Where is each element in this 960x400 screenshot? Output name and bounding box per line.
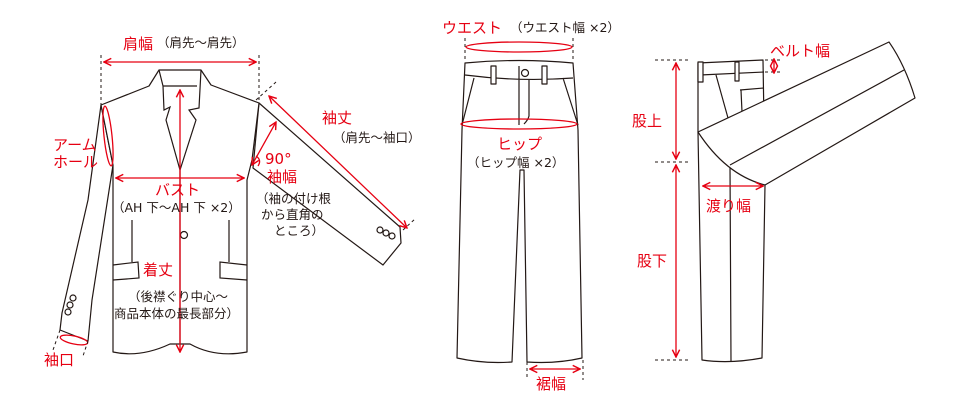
jacket-pockets — [112, 220, 248, 281]
waist-label: ウエスト — [442, 19, 502, 37]
length-note-2: 商品本体の最長部分） — [114, 306, 239, 321]
sleeve-width-note-1: （袖の付け根 — [256, 191, 332, 206]
sleeve-length-arrow — [269, 96, 407, 228]
shoulder-width-label: 肩幅 — [123, 35, 153, 53]
cuff-label: 袖口 — [44, 351, 74, 369]
hip-label: ヒップ — [497, 135, 542, 153]
inseam-label: 股下 — [637, 252, 667, 270]
sleeve-angle-label: 90° — [265, 150, 292, 168]
hem-width-label: 裾幅 — [536, 375, 566, 393]
pants-side-illustration — [697, 41, 916, 363]
pants-front-details — [461, 66, 579, 126]
rise-label: 股上 — [632, 112, 662, 130]
length-note-1: （後襟ぐり中心〜 — [128, 289, 228, 304]
right-angle-mark — [255, 155, 261, 167]
jacket-button — [179, 230, 189, 240]
sleeve-length-note: （肩先〜袖口） — [333, 130, 421, 145]
shoulder-width-note: （肩先〜肩先） — [157, 35, 245, 50]
armhole-ellipse — [102, 105, 114, 167]
hip-note: （ヒップ幅 ×2） — [467, 155, 564, 170]
waist-ellipse — [465, 41, 573, 53]
pants-button — [520, 68, 530, 78]
pants-side-details — [699, 71, 765, 363]
waist-note: （ウエスト幅 ×2） — [510, 20, 620, 35]
belt-width-label: ベルト幅 — [770, 42, 830, 60]
left-cuff-buttons — [64, 294, 77, 316]
bust-label: バスト — [155, 181, 200, 199]
thigh-width-label: 渡り幅 — [706, 197, 751, 215]
sleeve-width-note-3: ところ） — [274, 223, 324, 238]
armhole-label-2: ホール — [53, 153, 98, 171]
pants-folded-leg — [697, 41, 916, 186]
pants-front-body — [456, 59, 583, 364]
hip-ellipse — [460, 118, 578, 130]
length-label: 着丈 — [143, 261, 173, 279]
sleeve-length-label: 袖丈 — [322, 109, 352, 127]
bust-note: （AH 下〜AH 下 ×2） — [112, 200, 241, 215]
pants-front-illustration — [456, 59, 583, 364]
armhole-label-1: アーム — [53, 136, 97, 154]
right-cuff-buttons — [376, 226, 396, 240]
sleeve-width-note-2: から直角の — [261, 207, 324, 222]
sleeve-width-label: 袖幅 — [267, 168, 297, 186]
